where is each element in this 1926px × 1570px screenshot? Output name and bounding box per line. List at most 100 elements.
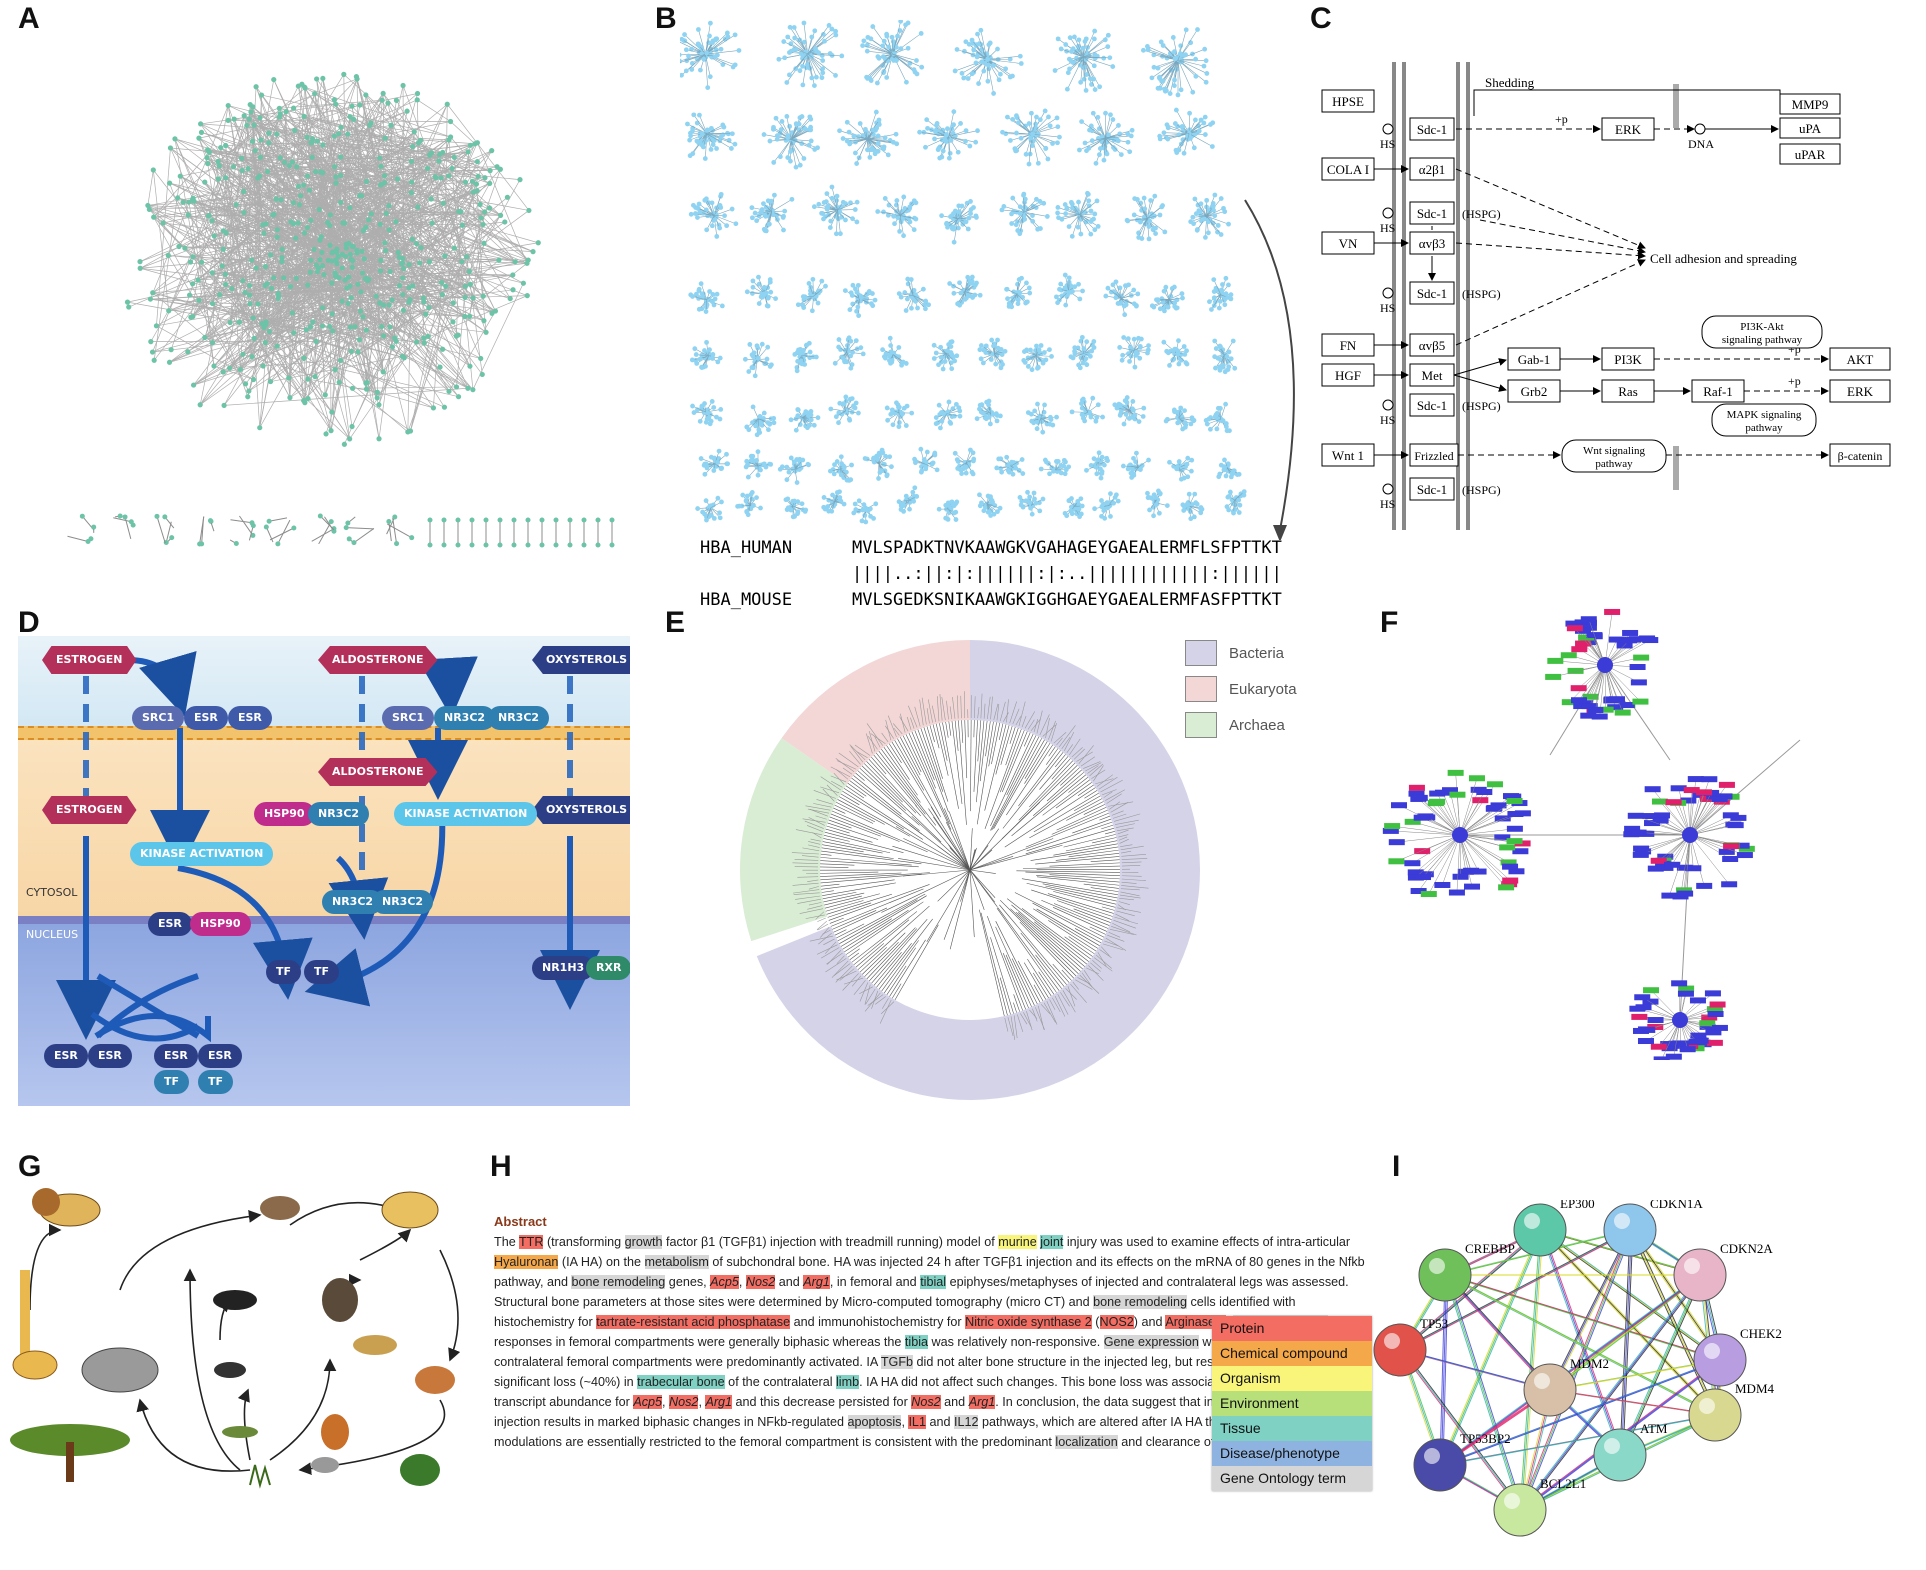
hspg-label: (HSPG) <box>1462 287 1501 301</box>
panel-label-i: I <box>1392 1150 1400 1184</box>
esr-node: ESR <box>88 1044 132 1068</box>
hspg-label: (HSPG) <box>1462 483 1501 497</box>
aldosterone-node: ALDOSTERONE <box>318 758 438 786</box>
protein-label: ATM <box>1640 1421 1668 1436</box>
legend-label: Archaea <box>1229 717 1285 734</box>
src1-node: SRC1 <box>382 706 434 730</box>
lion-icon <box>32 1188 100 1226</box>
hs-label: HS <box>1380 301 1395 315</box>
protein-node: CDKN2A <box>1674 1241 1773 1301</box>
protein-label: BCL2L1 <box>1540 1476 1586 1491</box>
node-sdc1-3: Sdc-1 <box>1410 282 1454 304</box>
node-erk: ERK <box>1602 118 1654 140</box>
cluster-networks <box>680 20 1320 540</box>
vulture-icon <box>260 1196 300 1220</box>
node-sdc1-2: Sdc-1 <box>1410 202 1454 224</box>
seed-icon <box>353 1335 397 1355</box>
node-pi3k: PI3K <box>1602 348 1654 370</box>
node-ras: Ras <box>1602 380 1654 402</box>
mapk-pathway-node: MAPK signaling pathway <box>1712 404 1816 436</box>
tree-legend: Bacteria Eukaryota Archaea <box>1185 640 1297 738</box>
panel-label-e: E <box>665 606 685 640</box>
protein-node: EP300 <box>1514 1200 1595 1256</box>
seq2-name: HBA_MOUSE <box>700 590 812 610</box>
tf-node: TF <box>198 1070 233 1094</box>
protein-node: CHEK2 <box>1694 1326 1782 1386</box>
node-a2b1: α2β1 <box>1410 158 1454 180</box>
giraffe-icon <box>13 1270 57 1379</box>
entity-legend: Protein Chemical compound Organism Envir… <box>1212 1316 1372 1491</box>
legend-item: Eukaryota <box>1185 676 1297 702</box>
panel-label-d: D <box>18 606 40 640</box>
aldosterone-node: ALDOSTERONE <box>318 646 438 674</box>
node-fn: FN <box>1322 334 1374 356</box>
protein-label: EP300 <box>1560 1200 1595 1211</box>
legend-disease: Disease/phenotype <box>1212 1441 1372 1466</box>
node-akt: AKT <box>1830 348 1890 370</box>
nr3c2-node: NR3C2 <box>488 706 549 730</box>
tf-node: TF <box>304 960 339 984</box>
protein-label: CREBBP <box>1465 1241 1515 1256</box>
oxysterols-node: OXYSTEROLS <box>532 796 630 824</box>
node-avb3: αvβ3 <box>1410 232 1454 254</box>
skunk-icon <box>213 1290 257 1310</box>
grasshopper-icon <box>222 1426 258 1438</box>
protein-label: TP53BP2 <box>1460 1431 1511 1446</box>
hub-network <box>1380 600 1880 1060</box>
esr-node: ESR <box>228 706 272 730</box>
dna-label: DNA <box>1688 137 1714 151</box>
seq1: MVLSPADKTNVKAAWGKVGAHAGEYGAEALERMFLSFPTT… <box>852 538 1282 558</box>
fox-icon <box>321 1414 349 1450</box>
phospho-label: +p <box>1555 112 1568 126</box>
legend-organism: Organism <box>1212 1366 1372 1391</box>
tree-icon <box>10 1424 130 1482</box>
protein-node: CDKN1A <box>1604 1200 1703 1256</box>
protein-label: CDKN1A <box>1650 1200 1703 1211</box>
baboon-icon <box>322 1278 358 1322</box>
phospho-label: +p <box>1788 374 1801 388</box>
nr1h3-node: NR1H3 <box>532 956 594 980</box>
hsp90-node: HSP90 <box>190 912 251 936</box>
estrogen-node: ESTROGEN <box>42 646 137 674</box>
node-avb5: αvβ5 <box>1410 334 1454 356</box>
node-bcatenin: β-catenin <box>1830 444 1890 466</box>
string-network: EP300 CDKN1A CREBBP CDKN2A CHEK2 TP53MDM2MDM4… <box>1370 1200 1900 1570</box>
legend-protein: Protein <box>1212 1316 1372 1341</box>
esr-node: ESR <box>154 1044 198 1068</box>
cytosol-label: CYTOSOL <box>26 886 77 899</box>
node-sdc1-5: Sdc-1 <box>1410 478 1454 500</box>
legend-tissue: Tissue <box>1212 1416 1372 1441</box>
nr3c2-node: NR3C2 <box>434 706 495 730</box>
swatch-bacteria <box>1185 640 1217 666</box>
esr-node: ESR <box>148 912 192 936</box>
node-hpse: HPSE <box>1322 90 1374 112</box>
tf-node: TF <box>266 960 301 984</box>
protein-label: MDM2 <box>1570 1356 1609 1371</box>
node-erk2: ERK <box>1830 380 1890 402</box>
node-wnt: Wnt 1 <box>1322 444 1374 466</box>
hs-label: HS <box>1380 137 1395 151</box>
node-sdc1-4: Sdc-1 <box>1410 394 1454 416</box>
pi3k-akt-pathway-node: PI3K-Akt signaling pathway <box>1702 316 1822 348</box>
src1-node: SRC1 <box>132 706 184 730</box>
kinase-activation-node: KINASE ACTIVATION <box>394 802 537 826</box>
node-upa: uPA <box>1780 118 1840 138</box>
panel-label-b: B <box>655 2 677 36</box>
node-cola: COLA I <box>1322 158 1374 180</box>
protein-label: TP53 <box>1420 1316 1448 1331</box>
node-sdc1-top: Sdc-1 <box>1410 118 1454 140</box>
legend-chemical: Chemical compound <box>1212 1341 1372 1366</box>
protein-node: MDM4 <box>1689 1381 1775 1441</box>
protein-label: CHEK2 <box>1740 1326 1782 1341</box>
food-web <box>0 1170 480 1490</box>
nr3c2-node: NR3C2 <box>308 802 369 826</box>
swatch-archaea <box>1185 712 1217 738</box>
alignment-arrow <box>1245 200 1294 530</box>
node-gab1: Gab-1 <box>1508 348 1560 370</box>
kinase-activation-node: KINASE ACTIVATION <box>130 842 273 866</box>
panel-label-h: H <box>490 1150 512 1184</box>
wnt-pathway-node: Wnt signaling pathway <box>1562 440 1666 472</box>
node-grb2: Grb2 <box>1508 380 1560 402</box>
swatch-eukaryota <box>1185 676 1217 702</box>
rxr-node: RXR <box>586 956 630 980</box>
